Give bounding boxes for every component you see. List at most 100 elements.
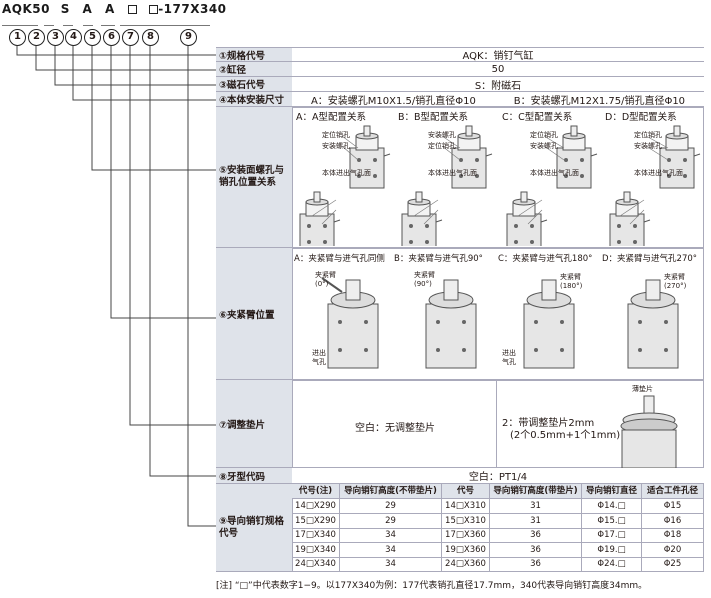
arm-angle: (180°) [560,282,583,290]
arm-position-panel [292,248,704,380]
value-magnet: S：附磁石 [292,77,704,92]
config-b: B：B型配置关系 [398,112,469,123]
col-height-no-shim: 导向销钉高度(不带垫片) [340,484,442,499]
note-mount-hole: 安装螺孔 [428,131,456,139]
underline [134,25,210,26]
note-port-face: 本体进出气孔面 [634,169,683,177]
label-mount-size: ④本体安装尺寸 [216,92,292,107]
shim-panel [292,380,704,468]
underline [120,25,134,26]
table-cell: Φ20 [642,542,704,558]
arm-b: B：夹紧臂与进气孔90° [394,254,483,264]
col-pin-dia: 导向销钉直径 [582,484,642,499]
label-spec-code: ①规格代号 [216,47,292,62]
note-pin-hole: 定位销孔 [322,131,350,139]
value-bore: 50 [292,62,704,77]
note-port-face: 本体进出气孔面 [322,169,371,177]
model-code-2: A [82,2,93,16]
circle-6: 6 [103,29,120,46]
shim-two-detail: (2个0.5mm+1个1mm) [510,430,621,441]
divider [496,380,497,468]
mount-option-a: A：安装螺孔M10X1.5/销孔直径Φ10 [310,95,476,107]
model-code: AQK50 S A A -177X340 [2,2,227,16]
note-pin-hole: 定位销孔 [634,131,662,139]
table-cell: 19□X340 [292,542,340,558]
table-cell: Φ17.□ [582,528,642,543]
table-cell: 17□X360 [442,528,490,543]
table-cell: 36 [490,557,582,572]
inlet-label: 气孔 [502,358,516,366]
col-height-shim: 导向销钉高度(带垫片) [490,484,582,499]
circle-2: 2 [28,29,45,46]
table-cell: 31 [490,499,582,514]
label-bore: ②缸径 [216,62,292,77]
circle-9: 9 [180,29,197,46]
table-cell: Φ24.□ [582,557,642,572]
cylinder-drawings-arm [321,277,679,369]
table-cell: 15□X290 [292,513,340,529]
model-prefix: AQK50 [2,2,50,16]
arm-angle: (0°) [315,280,329,288]
table-cell: Φ15.□ [582,513,642,529]
table-cell: Φ16 [642,513,704,529]
shim-drawing [620,395,678,468]
model-suffix: -177X340 [158,2,227,16]
blank-box [127,5,137,14]
config-a: A：A型配置关系 [296,112,366,123]
label-shim: ⑦调整垫片 [216,380,292,468]
circle-8: 8 [142,29,159,46]
arm-label: 夹紧臂 [315,271,336,279]
underline [44,25,54,26]
table-cell: 36 [490,528,582,543]
table-cell: 24□X360 [442,557,490,572]
inlet-label: 进出 [312,349,326,357]
label-guide-pin: ⑨导向销钉规格代号 [216,484,292,572]
note-pin-hole: 定位销孔 [530,131,558,139]
arm-a: A：夹紧臂与进气孔同侧 [294,254,385,264]
blank-box [149,5,159,14]
label-arm-position: ⑥夹紧臂位置 [216,248,292,380]
table-cell: 34 [340,528,442,543]
note-mount-hole: 安装螺孔 [634,142,662,150]
value-spec-code: AQK：销钉气缸 [292,47,704,62]
note-pin-hole: 定位销孔 [428,142,456,150]
footnote: [注] “□”中代表数字1−9。以177X340为例：177代表销孔直径17.7… [216,581,648,591]
label-hole-relation: ⑤安装面螺孔与销孔位置关系 [216,107,292,248]
underline [101,25,115,26]
col-hole-dia: 适合工件孔径 [642,484,704,499]
value-mount-size: A：安装螺孔M10X1.5/销孔直径Φ10 B：安装螺孔M12X1.75/销孔直… [292,92,704,107]
circle-5: 5 [84,29,101,46]
arm-label: 夹紧臂 [664,273,685,281]
value-thread: 空白：PT1/4 [292,468,704,484]
shim-two: 2：带调整垫片2mm [502,418,595,429]
table-cell: 34 [340,542,442,558]
table-cell: 24□X340 [292,557,340,572]
arm-c: C：夹紧臂与进气孔180° [498,254,593,264]
table-cell: Φ14.□ [582,499,642,514]
circle-3: 3 [47,29,64,46]
config-c: C：C型配置关系 [502,112,573,123]
table-cell: Φ19.□ [582,542,642,558]
arm-angle: (270°) [664,282,687,290]
hole-relation-panel [292,107,704,248]
circle-1: 1 [9,29,26,46]
table-cell: Φ25 [642,557,704,572]
note-port-face: 本体进出气孔面 [428,169,477,177]
table-cell: Φ15 [642,499,704,514]
col-code: 代号(注) [292,484,340,499]
arm-d: D：夹紧臂与进气孔270° [602,254,698,264]
note-mount-hole: 安装螺孔 [322,142,350,150]
inlet-label: 进出 [502,349,516,357]
table-cell: 31 [490,513,582,529]
table-cell: 19□X360 [442,542,490,558]
arm-label: 夹紧臂 [414,271,435,279]
table-cell: 29 [340,499,442,514]
table-cell: 17□X340 [292,528,340,543]
table-cell: Φ18 [642,528,704,543]
cylinder-drawings-config [299,125,701,246]
table-cell: 15□X310 [442,513,490,529]
model-code-3: A [105,2,115,16]
underline [63,25,73,26]
arm-angle: (90°) [414,280,432,288]
